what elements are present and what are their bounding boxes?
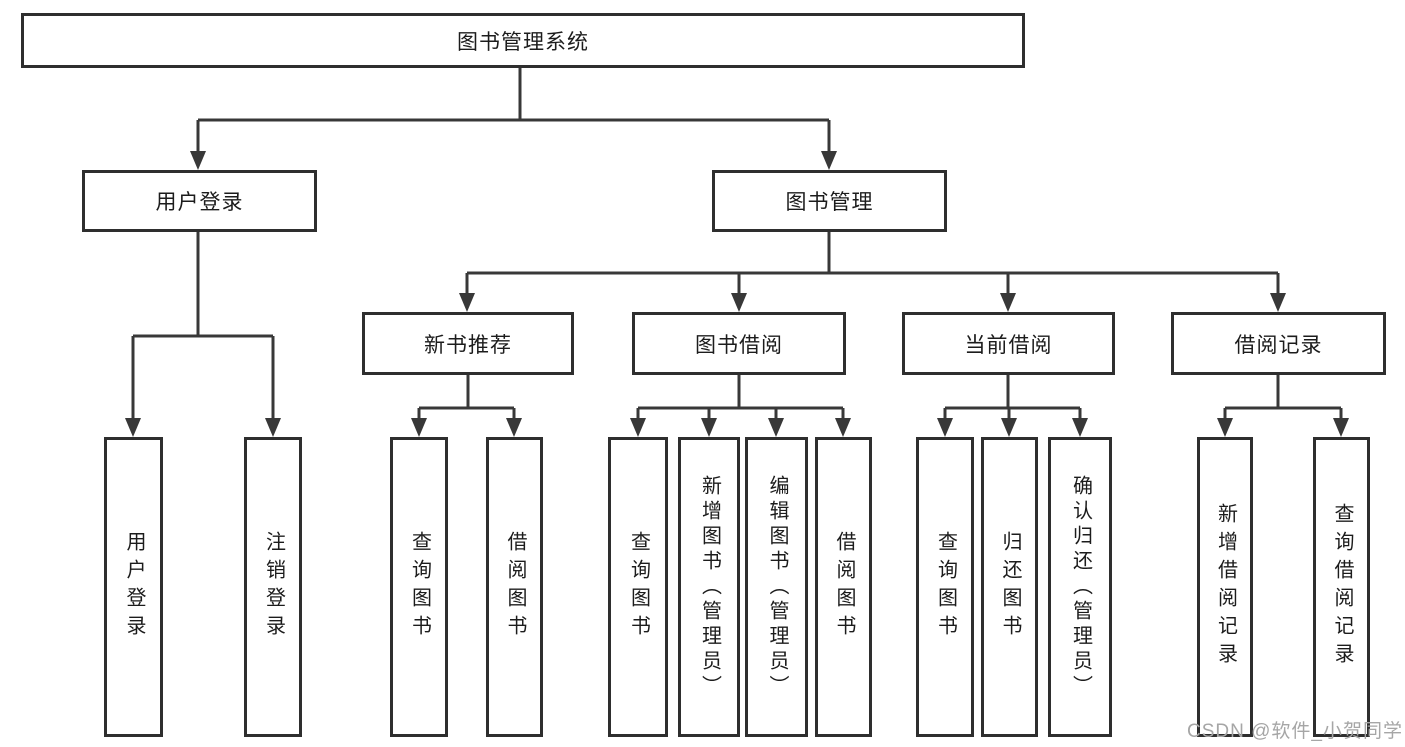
- node-current-borrow: 当前借阅: [902, 312, 1115, 375]
- arrowhead: [190, 151, 206, 170]
- arrowhead: [1000, 293, 1016, 312]
- node-label: 归还图书: [999, 531, 1021, 643]
- leaf-query-books-borrow: 查询图书: [608, 437, 668, 737]
- csdn-watermark: CSDN @软件_小贺同学: [1187, 721, 1403, 742]
- leaf-query-borrow-record: 查询借阅记录: [1313, 437, 1370, 737]
- node-borrow-records: 借阅记录: [1171, 312, 1386, 375]
- arrowhead: [731, 293, 747, 312]
- leaf-query-books-current: 查询图书: [916, 437, 974, 737]
- arrowhead: [701, 418, 717, 437]
- leaf-user-login: 用户登录: [104, 437, 163, 737]
- arrowhead: [411, 418, 427, 437]
- leaf-borrow-books-recommend: 借阅图书: [486, 437, 543, 737]
- arrowhead: [459, 293, 475, 312]
- node-label: 图书管理: [785, 191, 874, 214]
- node-library-management-system: 图书管理系统: [21, 13, 1025, 68]
- node-label: 新增借阅记录: [1214, 503, 1237, 671]
- node-user-login: 用户登录: [82, 170, 317, 232]
- leaf-return-books: 归还图书: [981, 437, 1038, 737]
- node-label: 用户登录: [155, 191, 244, 214]
- node-label: 新增图书（管理员）: [698, 474, 721, 700]
- node-label: 图书借阅: [695, 333, 783, 357]
- node-label: 借阅记录: [1234, 333, 1323, 357]
- node-label: 图书管理系统: [457, 30, 589, 54]
- node-label: 用户登录: [123, 531, 145, 643]
- leaf-borrow-books: 借阅图书: [815, 437, 872, 737]
- leaf-confirm-return-admin: 确认归还（管理员）: [1048, 437, 1112, 737]
- node-label: 查询借阅记录: [1331, 503, 1353, 671]
- node-label: 查询图书: [934, 531, 957, 643]
- node-label: 查询图书: [408, 531, 431, 643]
- arrowhead: [506, 418, 522, 437]
- arrowhead: [835, 418, 851, 437]
- arrowhead: [125, 418, 141, 437]
- arrowhead: [1270, 293, 1286, 312]
- arrowhead: [630, 418, 646, 437]
- leaf-edit-books-admin: 编辑图书（管理员）: [745, 437, 808, 737]
- node-book-management: 图书管理: [712, 170, 947, 232]
- node-label: 新书推荐: [424, 333, 512, 357]
- leaf-logout: 注销登录: [244, 437, 302, 737]
- node-label: 借阅图书: [833, 531, 855, 643]
- node-label: 注销登录: [262, 531, 285, 643]
- arrowhead: [1001, 418, 1017, 437]
- arrowhead: [1072, 418, 1088, 437]
- arrowhead: [821, 151, 837, 170]
- node-label: 查询图书: [627, 531, 650, 643]
- node-label: 确认归还（管理员）: [1069, 474, 1092, 700]
- node-label: 借阅图书: [504, 531, 526, 643]
- node-label: 当前借阅: [964, 333, 1053, 357]
- leaf-add-books-admin: 新增图书（管理员）: [678, 437, 740, 737]
- node-new-book-recommend: 新书推荐: [362, 312, 574, 375]
- arrowhead: [768, 418, 784, 437]
- arrowhead: [937, 418, 953, 437]
- node-book-borrow: 图书借阅: [632, 312, 846, 375]
- arrowhead: [1217, 418, 1233, 437]
- arrowhead: [1333, 418, 1349, 437]
- node-label: 编辑图书（管理员）: [766, 474, 788, 700]
- arrowhead: [265, 418, 281, 437]
- leaf-query-books-recommend: 查询图书: [390, 437, 448, 737]
- leaf-add-borrow-record: 新增借阅记录: [1197, 437, 1253, 737]
